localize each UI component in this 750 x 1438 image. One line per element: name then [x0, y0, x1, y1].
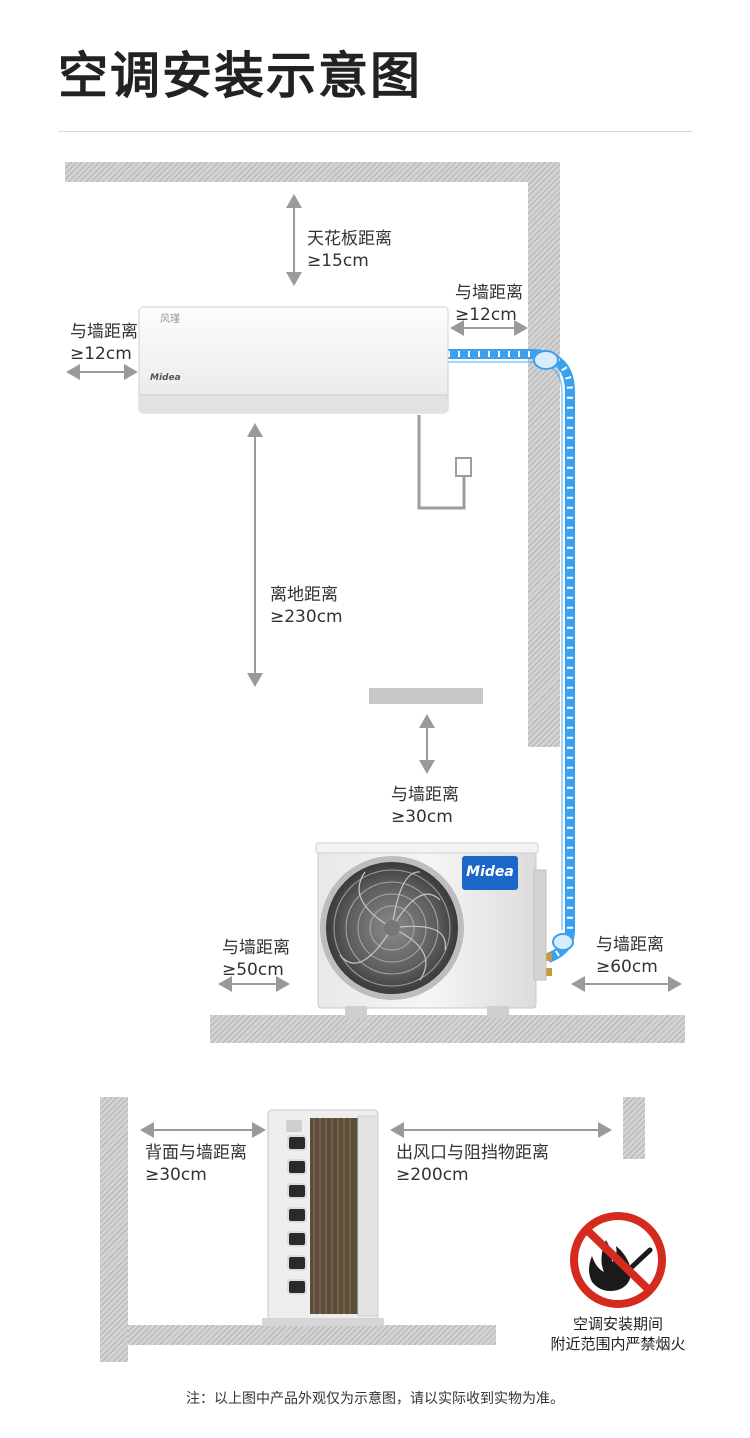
right-wall-indoor-label: 与墙距离 ≥12cm: [455, 282, 523, 326]
power-cable: [417, 415, 466, 510]
top-outdoor-name: 与墙距离: [391, 785, 459, 805]
right-outdoor-value: ≥60cm: [596, 957, 658, 977]
ceiling-distance-value: ≥15cm: [307, 251, 369, 271]
floor-distance-label: 离地距离 ≥230cm: [270, 584, 343, 628]
indoor-brand-logo: Midea: [150, 373, 181, 383]
warning-line-1: 空调安装期间: [572, 1315, 663, 1333]
outdoor-unit-front: [315, 842, 547, 1018]
left-wall-indoor-value: ≥12cm: [70, 344, 132, 364]
title-divider: [58, 131, 692, 132]
indoor-model-text: 风瑾: [160, 314, 180, 325]
top-outdoor-value: ≥30cm: [391, 807, 453, 827]
pipe-bottom-elbow: [552, 933, 574, 951]
warning-caption: 空调安装期间 附近范围内严禁烟火: [540, 1314, 696, 1354]
back-wall-left: [100, 1097, 128, 1362]
right-outdoor-label: 与墙距离 ≥60cm: [596, 934, 664, 978]
outdoor-brand-logo: Midea: [466, 864, 514, 880]
right-outdoor-name: 与墙距离: [596, 935, 664, 955]
back-wall-value: ≥30cm: [145, 1165, 207, 1185]
outdoor-unit-side: [262, 1109, 384, 1326]
back-wall-label: 背面与墙距离 ≥30cm: [145, 1142, 247, 1186]
outdoor-ground: [210, 1015, 685, 1043]
pipe-wall-elbow: [533, 350, 559, 370]
right-wall-vertical: [528, 162, 560, 747]
bottom-ground: [128, 1325, 496, 1345]
obstacle-wall-right: [623, 1097, 645, 1159]
ceiling-distance-name: 天花板距离: [307, 229, 392, 249]
left-outdoor-label: 与墙距离 ≥50cm: [222, 937, 290, 981]
page-title: 空调安装示意图: [58, 47, 422, 105]
left-wall-indoor-label: 与墙距离 ≥12cm: [70, 321, 138, 365]
footer-note: 注：以上图中产品外观仅为示意图，请以实际收到实物为准。: [186, 1391, 564, 1407]
left-outdoor-value: ≥50cm: [222, 960, 284, 980]
left-outdoor-name: 与墙距离: [222, 938, 290, 958]
ceiling-distance-label: 天花板距离 ≥15cm: [307, 228, 392, 272]
outlet-obstacle-value: ≥200cm: [396, 1165, 469, 1185]
power-socket: [455, 457, 472, 477]
right-wall-indoor-value: ≥12cm: [455, 305, 517, 325]
back-wall-name: 背面与墙距离: [145, 1143, 247, 1163]
left-wall-indoor-name: 与墙距离: [70, 322, 138, 342]
top-outdoor-label: 与墙距离 ≥30cm: [391, 784, 459, 828]
right-wall-indoor-name: 与墙距离: [455, 283, 523, 303]
outlet-obstacle-label: 出风口与阻挡物距离 ≥200cm: [396, 1142, 549, 1186]
outlet-obstacle-name: 出风口与阻挡物距离: [396, 1143, 549, 1163]
no-fire-sign-icon: [570, 1212, 666, 1308]
ceiling-wall: [65, 162, 560, 182]
floor-distance-value: ≥230cm: [270, 607, 343, 627]
warning-line-2: 附近范围内严禁烟火: [550, 1335, 686, 1353]
floor-distance-name: 离地距离: [270, 585, 338, 605]
outdoor-brand-badge: [462, 856, 518, 890]
indoor-unit: [138, 306, 449, 414]
outdoor-top-ledge: [369, 688, 483, 704]
